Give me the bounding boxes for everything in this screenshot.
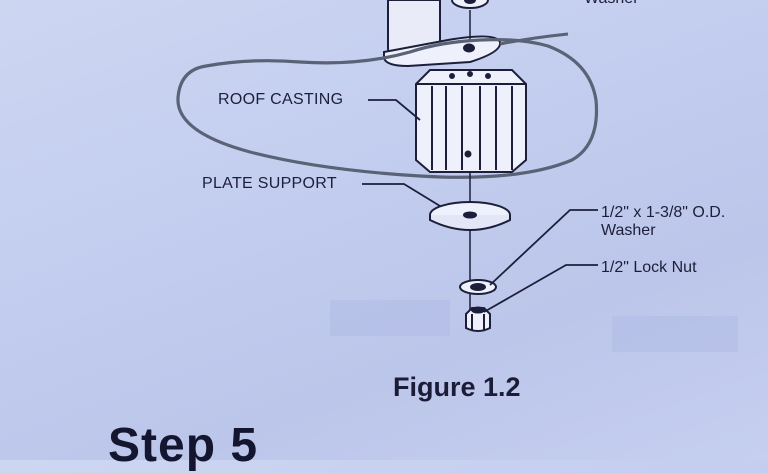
faint-bleedthrough-block (612, 316, 738, 352)
exploded-assembly-diagram (176, 0, 599, 332)
label-lock-nut: 1/2" Lock Nut (601, 259, 697, 276)
plate-support (429, 201, 511, 231)
figure-caption: Figure 1.2 (393, 372, 521, 402)
roof-casting (415, 69, 527, 173)
label-roof-casting: ROOF CASTING (218, 91, 344, 108)
pen-stroke-tail (499, 32, 569, 46)
instruction-page: Washer ROOF CASTING PLATE SUPPORT 1/2" x… (108, 0, 738, 472)
label-top-washer: Washer (584, 0, 639, 8)
top-washer (451, 0, 489, 9)
mounting-bracket (383, 35, 502, 68)
faint-bleedthrough-block (330, 300, 450, 336)
washer-part (459, 279, 497, 295)
step-heading: Step 5 (108, 419, 259, 472)
label-washer-name: Washer (601, 222, 656, 239)
pen-circle-annotation (176, 38, 599, 179)
label-washer-size: 1/2" x 1-3/8" O.D. (601, 204, 726, 221)
leader-lines (362, 99, 598, 313)
label-plate-support: PLATE SUPPORT (202, 175, 337, 192)
label-washer: 1/2" x 1-3/8" O.D. Washer (601, 204, 725, 240)
